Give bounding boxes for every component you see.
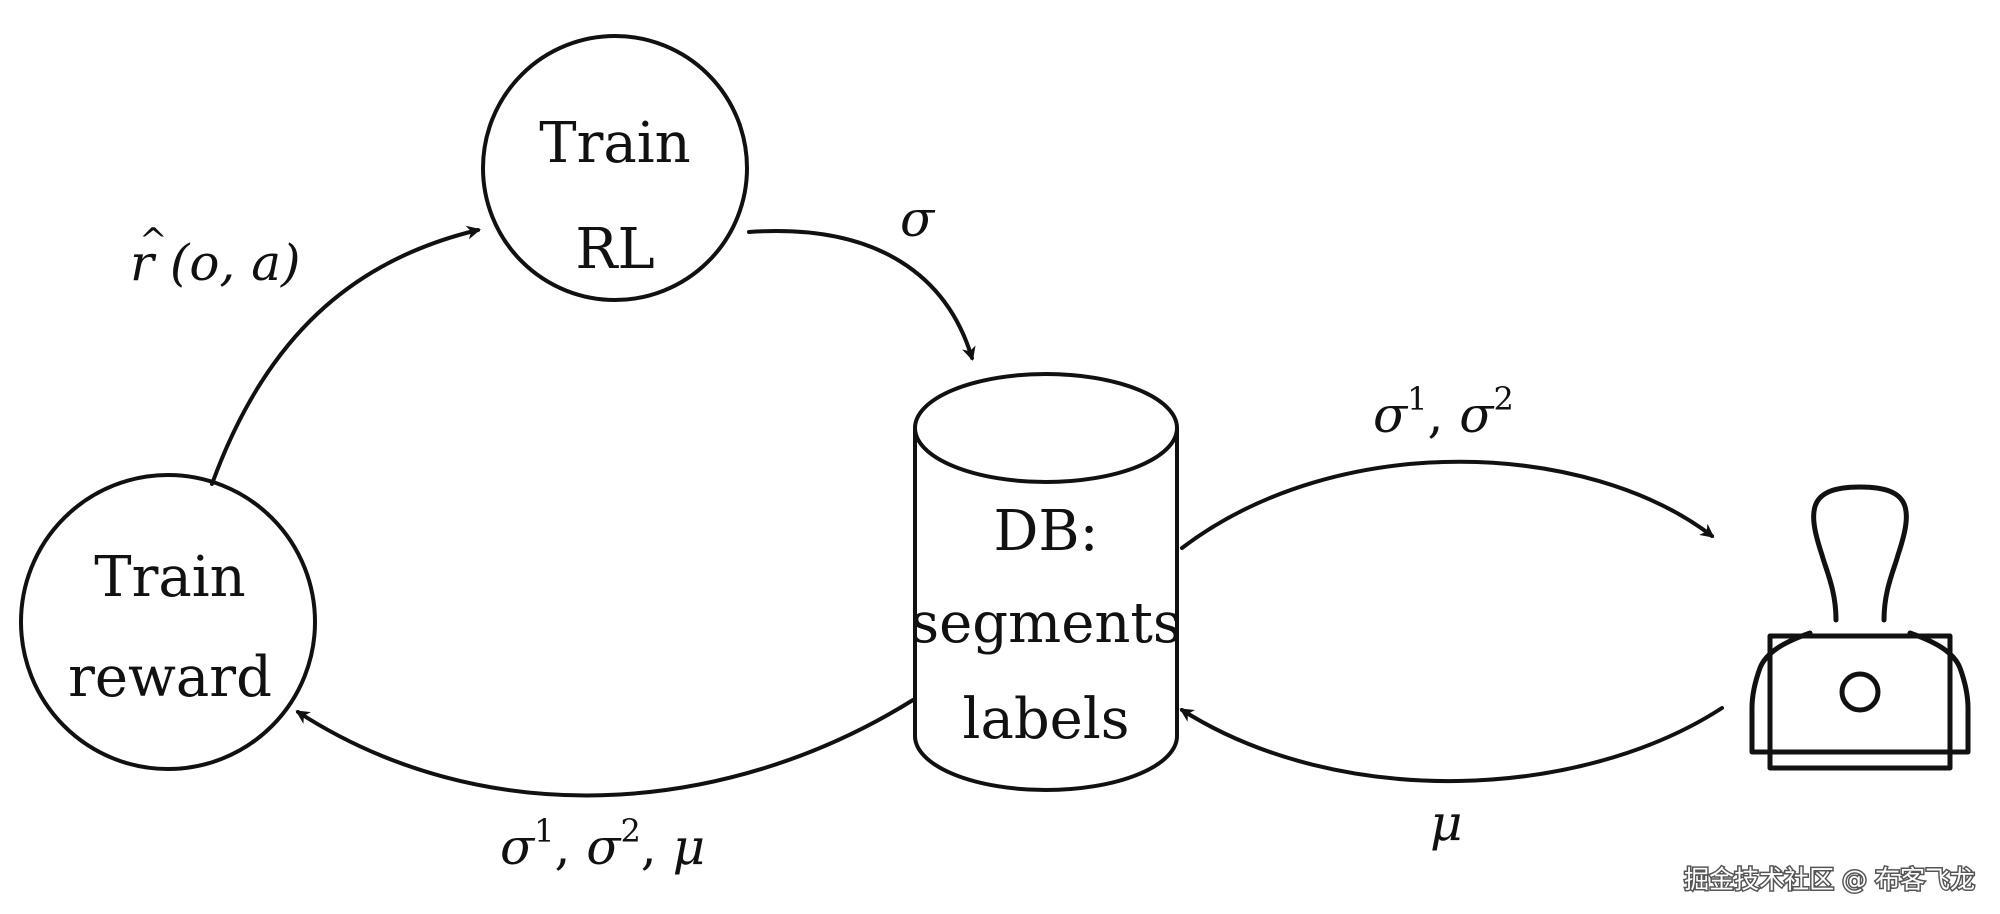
edge-label-reward-args: (o, a) [170,234,301,292]
edge-label-db-to-human-s2: σ [1459,386,1495,444]
train-rl-label-line1: Train [539,111,690,176]
edge-label-db-to-reward-sep1: , [555,818,587,876]
edge-label-human-to-db: μ [1430,794,1463,852]
train-rl-node: Train RL [481,34,749,302]
edge-db-to-reward [295,698,915,798]
edge-label-rl-to-db: σ [900,190,936,248]
person-shoulders-outline [1749,630,1813,711]
watermark-text: 掘金技术社区 @ 布客飞龙 [1684,865,1975,894]
db-label-line3: labels [963,687,1130,752]
train-reward-label-line1: Train [94,545,245,610]
edges [210,225,1724,798]
db-cylinder: DB: segments labels [910,372,1182,792]
train-reward-label-line2: reward [68,645,272,710]
train-rl-label-line2: RL [575,217,654,282]
person-at-laptop-icon [1749,484,1971,771]
edge-label-db-to-reward-s3: μ [673,818,706,876]
laptop-logo-circle [1839,671,1881,713]
edge-label-reward: r (o, a) [130,234,301,292]
edge-label-db-to-reward: σ1, σ2, μ [500,812,705,876]
train-reward-node: Train reward [19,473,317,771]
edge-label-db-to-human-s1: σ [1373,386,1409,444]
edge-human-to-db [1179,706,1724,784]
watermark-shadow: 掘金技术社区 @ 布客飞龙 [1684,865,1975,894]
edge-db-to-human [1180,459,1715,550]
edge-label-reward-base: r [130,234,157,292]
person-head-outline [1811,484,1909,623]
edge-label-db-to-human-sup1: 1 [1407,380,1427,418]
edge-reward-to-rl [210,225,481,486]
edge-label-db-to-reward-s1: σ [500,818,536,876]
edge-label-db-to-reward-sup2: 2 [620,812,640,850]
db-label-line1: DB: [994,499,1099,564]
db-label-line2: segments [910,591,1181,656]
edge-label-reward-hat: ^ [139,221,168,261]
laptop-base [1749,705,1773,755]
edge-rl-to-db [747,229,976,361]
edge-label-db-to-reward-sup1: 1 [534,812,554,850]
edge-label-db-to-human-sep: , [1428,386,1460,444]
edge-label-db-to-human-sup2: 2 [1493,380,1513,418]
edge-label-db-to-reward-sep2: , [641,818,673,876]
edge-label-db-to-human: σ1, σ2 [1373,380,1514,444]
edge-label-db-to-reward-s2: σ [586,818,622,876]
laptop-screen [1767,633,1953,755]
